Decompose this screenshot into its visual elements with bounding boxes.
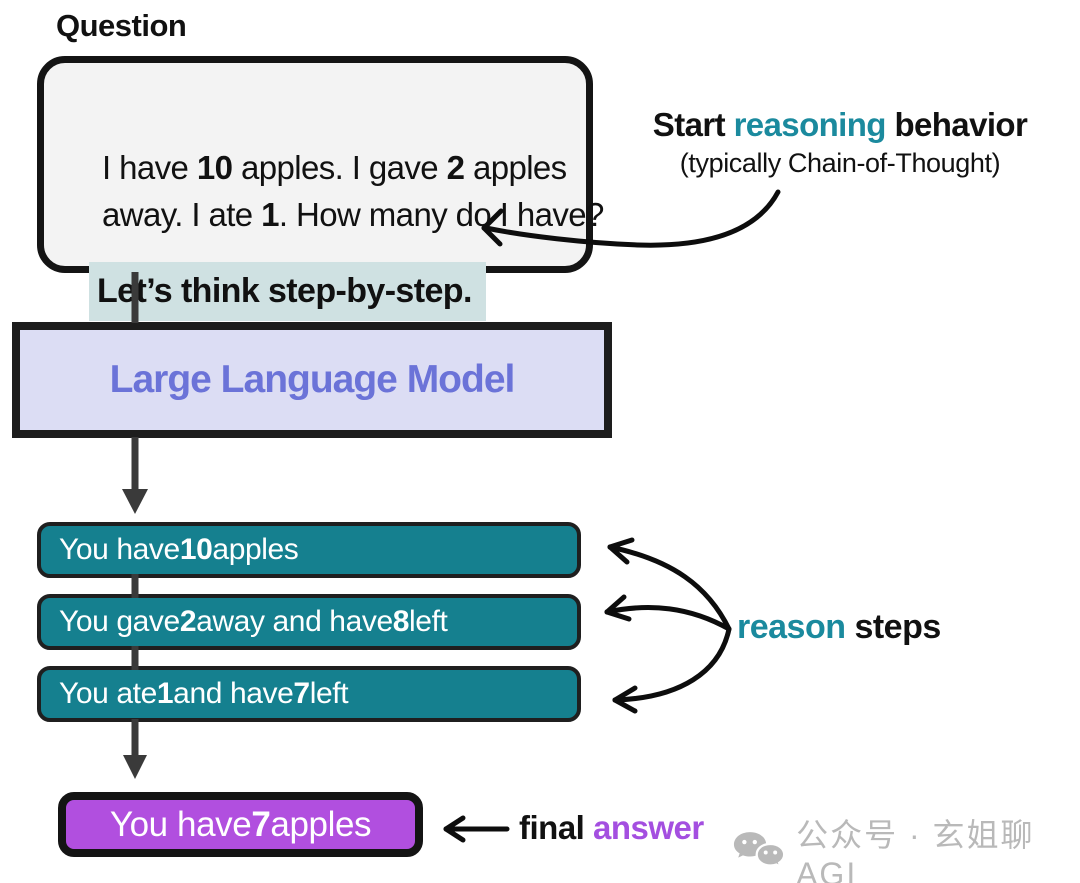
question-text: I have 10 apples. I gave 2 apples away. …: [102, 149, 604, 233]
llm-box: Large Language Model: [12, 322, 612, 438]
final-answer-label: final answer: [519, 809, 704, 846]
llm-box-label: Large Language Model: [109, 358, 516, 401]
reasoning-annotation-title: Start reasoning behavior: [652, 106, 1028, 143]
watermark: 公众号 · 玄姐聊AGI: [733, 810, 1080, 883]
wechat-icon: [733, 831, 786, 869]
final-answer-box: You have 7 apples: [58, 792, 423, 857]
cot-trigger-highlight: Let’s think step-by-step.: [89, 262, 486, 321]
watermark-text: 公众号 · 玄姐聊AGI: [796, 817, 1035, 883]
reason-step-box-2: You gave 2 away and have 8 left: [37, 594, 581, 650]
question-label: Question: [56, 8, 187, 43]
final-answer-arrow: [443, 815, 510, 843]
reason-steps-arrows: [604, 537, 732, 714]
reasoning-annotation-subtitle: (typically Chain-of-Thought): [679, 148, 1001, 178]
arrow-steps-to-answer: [123, 719, 147, 779]
reason-step-box-1: You have 10 apples: [37, 522, 581, 578]
question-box: I have 10 apples. I gave 2 apples away. …: [37, 56, 604, 321]
reason-step-box-3: You ate 1 and have 7 left: [37, 666, 581, 722]
reasoning-annotation: Start reasoning behavior (typically Chai…: [600, 106, 1080, 179]
arrow-llm-to-steps: [122, 437, 148, 514]
reason-steps-label: reason steps: [737, 608, 941, 646]
